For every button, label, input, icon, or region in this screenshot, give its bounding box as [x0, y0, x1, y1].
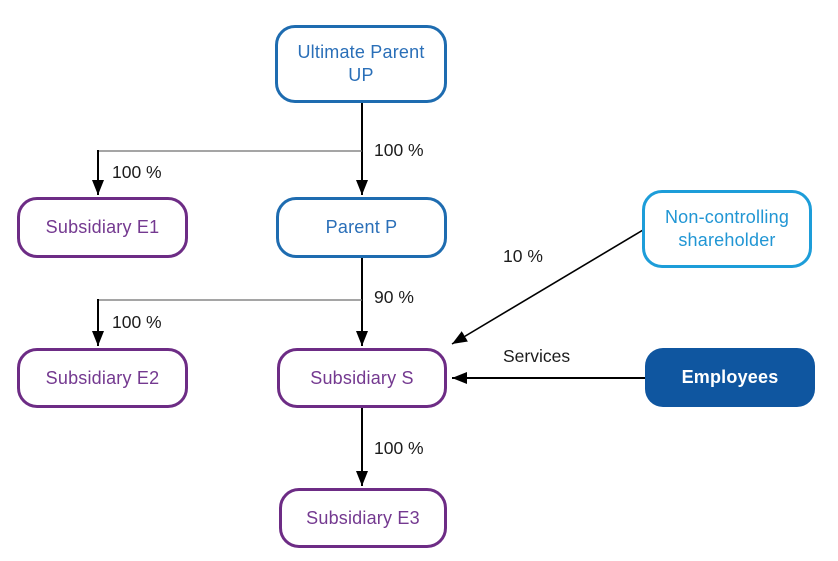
node-parent-p: Parent P — [276, 197, 447, 258]
node-subsidiary-e3: Subsidiary E3 — [279, 488, 447, 548]
edge-label-s-to-e3: 100 % — [374, 438, 424, 458]
node-noncontrolling-shareholder: Non-controlling shareholder — [642, 190, 812, 268]
edge-ncs-to-s-arrow — [451, 229, 644, 345]
edge-label-up-to-p: 100 % — [374, 140, 424, 160]
edge-label-p-to-e2: 100 % — [112, 312, 162, 332]
node-subsidiary-e1: Subsidiary E1 — [17, 197, 188, 258]
edge-label-p-to-s: 90 % — [374, 287, 414, 307]
node-subsidiary-e1-label: Subsidiary E1 — [45, 217, 160, 237]
node-ultimate-parent-line2: UP — [348, 65, 374, 85]
edge-label-services: Services — [503, 346, 571, 366]
node-noncontrolling-line2: shareholder — [678, 230, 776, 250]
node-ultimate-parent-line1: Ultimate Parent — [297, 42, 425, 62]
node-employees-label: Employees — [681, 367, 779, 387]
node-subsidiary-s-label: Subsidiary S — [310, 367, 414, 388]
node-subsidiary-s: Subsidiary S — [277, 348, 447, 408]
node-employees: Employees — [645, 348, 815, 407]
edge-label-ncs-to-s: 10 % — [503, 246, 543, 266]
node-subsidiary-e3-label: Subsidiary E3 — [306, 507, 420, 528]
node-parent-p-label: Parent P — [325, 217, 398, 237]
node-noncontrolling-line1: Non-controlling — [664, 207, 790, 227]
node-subsidiary-e2-label: Subsidiary E2 — [45, 367, 160, 388]
node-ultimate-parent: Ultimate Parent UP — [275, 25, 447, 103]
edge-label-up-to-e1: 100 % — [112, 162, 162, 182]
node-subsidiary-e2: Subsidiary E2 — [17, 348, 188, 408]
